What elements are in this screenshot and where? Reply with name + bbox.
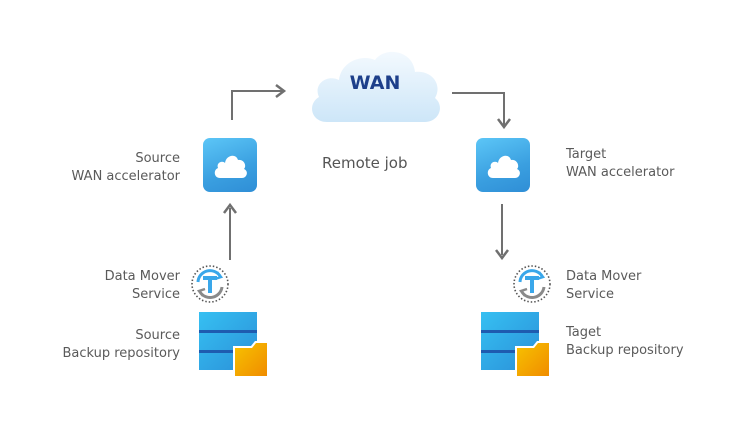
source-accelerator-label-line2: WAN accelerator: [71, 169, 180, 184]
source-data-mover-label-line1: Data Mover: [104, 269, 180, 284]
source-data-mover-label-line2: Service: [131, 287, 180, 302]
source-repository-label-line2: Backup repository: [62, 346, 180, 361]
target-wan-accelerator: [476, 138, 530, 192]
arrow-source-to-wan: [231, 90, 282, 120]
wan-accelerator-icon: [214, 155, 247, 178]
data-mover-icon: [513, 265, 551, 303]
backup-repository-icon: [481, 312, 551, 378]
target-data-mover-label-line2: Service: [566, 287, 615, 302]
target-backup-repository: [481, 312, 551, 378]
target-repository-label-line2: Backup repository: [566, 343, 684, 358]
source-repository-label: Source Backup repository: [40, 327, 180, 363]
target-accelerator-label-line2: WAN accelerator: [566, 165, 675, 180]
data-mover-icon: [191, 265, 229, 303]
source-accelerator-label: Source WAN accelerator: [40, 150, 180, 186]
remote-job-caption: Remote job: [322, 154, 408, 172]
target-repository-label-line1: Taget: [566, 325, 602, 340]
arrow-head-target-accel-to-mover: [495, 249, 509, 261]
target-accelerator-label-line1: Target: [566, 147, 607, 162]
wan-label: WAN: [349, 72, 401, 94]
target-repository-label: Taget Backup repository: [566, 324, 726, 360]
wan-accelerator-icon: [487, 155, 520, 178]
source-backup-repository: [199, 312, 269, 378]
source-wan-accelerator: [203, 138, 257, 192]
source-accelerator-label-line1: Source: [135, 151, 180, 166]
source-data-mover-label: Data Mover Service: [40, 268, 180, 304]
source-data-mover: [190, 264, 230, 304]
arrow-wan-to-target: [452, 92, 505, 125]
backup-repository-icon: [199, 312, 269, 378]
target-accelerator-label: Target WAN accelerator: [566, 146, 726, 182]
target-data-mover-label: Data Mover Service: [566, 268, 726, 304]
source-repository-label-line1: Source: [135, 328, 180, 343]
target-data-mover: [512, 264, 552, 304]
wan-cloud: WAN: [305, 42, 445, 128]
arrow-head-source-to-wan: [275, 84, 287, 98]
cloud-icon: [312, 51, 440, 123]
arrow-head-wan-to-target: [497, 118, 511, 130]
target-data-mover-label-line1: Data Mover: [566, 269, 642, 284]
arrow-head-mover-to-source-accel: [223, 202, 237, 214]
